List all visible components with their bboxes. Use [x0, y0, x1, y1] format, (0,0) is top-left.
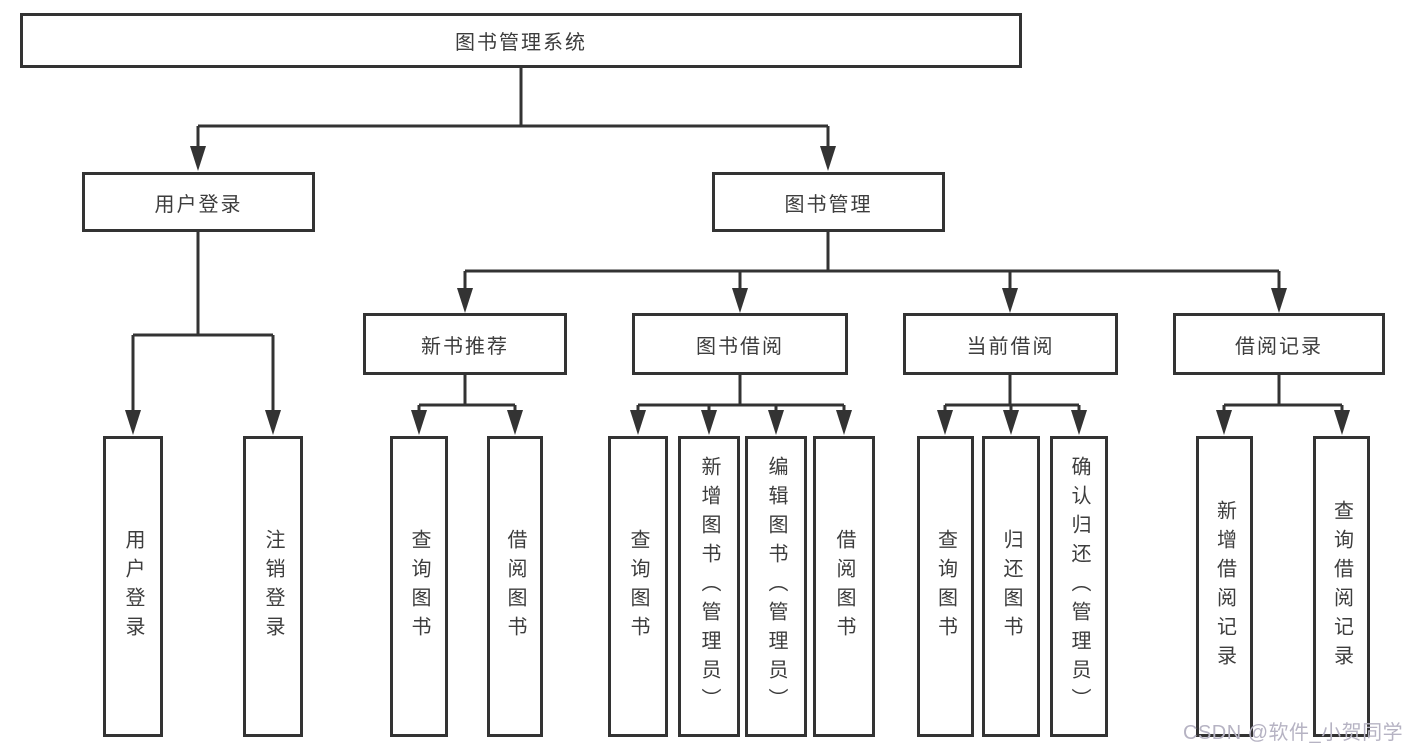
node-label: 查询借阅记录 [1330, 499, 1353, 674]
edge-user-login-to-leaves [131, 232, 275, 413]
node-label: 归还图书 [1000, 528, 1022, 645]
leaf-logout: 注销登录 [243, 436, 303, 737]
edge-book-management-to-level2 [463, 232, 1281, 291]
leaf-confirm-return-admin: 确认归还（管理员） [1050, 436, 1108, 737]
arrow-down-icon [836, 410, 852, 435]
arrow-down-icon [265, 410, 281, 435]
node-label: 图书管理系统 [455, 32, 587, 54]
leaf-borrowing-borrow-books: 借阅图书 [813, 436, 875, 737]
node-label: 查询图书 [408, 528, 430, 645]
leaf-borrowing-query-books: 查询图书 [608, 436, 668, 737]
arrow-down-icon [1334, 410, 1350, 435]
edge-root-to-level1 [196, 68, 830, 149]
edge-new-book-recommendation-to-leaves [417, 375, 517, 413]
arrow-down-icon [701, 410, 717, 435]
arrow-down-icon [507, 410, 523, 435]
arrowheads [125, 146, 1350, 435]
node-label: 查询图书 [627, 528, 649, 645]
node-label: 用户登录 [122, 528, 144, 645]
node-label: 新增图书（管理员） [698, 456, 720, 717]
leaf-current-query-books: 查询图书 [917, 436, 974, 737]
node-label: 图书管理 [784, 193, 873, 216]
connector-paths [131, 68, 1344, 413]
leaf-add-books-admin: 新增图书（管理员） [678, 436, 740, 737]
arrow-down-icon [457, 288, 473, 313]
node-label: 当前借阅 [966, 335, 1055, 358]
leaf-user-login: 用户登录 [103, 436, 163, 737]
csdn-watermark: CSDN @软件_小贺同学 [1183, 722, 1404, 744]
arrow-down-icon [190, 146, 206, 171]
node-label: 注销登录 [262, 528, 284, 645]
node-borrowing-records: 借阅记录 [1173, 313, 1385, 375]
edge-book-borrowing-to-leaves [636, 375, 846, 413]
arrow-down-icon [630, 410, 646, 435]
arrow-down-icon [125, 410, 141, 435]
node-book-management-system: 图书管理系统 [20, 13, 1022, 68]
arrow-down-icon [1002, 288, 1018, 313]
leaf-return-books: 归还图书 [982, 436, 1040, 737]
arrow-down-icon [1271, 288, 1287, 313]
node-new-book-recommendation: 新书推荐 [363, 313, 567, 375]
leaf-edit-books-admin: 编辑图书（管理员） [745, 436, 807, 737]
leaf-add-borrow-record: 新增借阅记录 [1196, 436, 1253, 737]
arrow-down-icon [732, 288, 748, 313]
node-label: 编辑图书（管理员） [765, 456, 787, 717]
node-label: 借阅图书 [504, 528, 526, 645]
node-label: 用户登录 [154, 193, 243, 216]
node-label: 借阅图书 [833, 528, 855, 645]
node-label: 查询图书 [934, 528, 957, 645]
arrow-down-icon [937, 410, 953, 435]
node-label: 确认归还（管理员） [1068, 456, 1090, 717]
leaf-recommend-borrow-books: 借阅图书 [487, 436, 543, 737]
arrow-down-icon [411, 410, 427, 435]
node-user-login: 用户登录 [82, 172, 315, 232]
node-label: 借阅记录 [1235, 335, 1323, 358]
leaf-query-borrow-record: 查询借阅记录 [1313, 436, 1370, 737]
arrow-down-icon [820, 146, 836, 171]
arrow-down-icon [768, 410, 784, 435]
edge-current-borrowing-to-leaves [943, 375, 1081, 413]
node-label: 图书借阅 [696, 335, 784, 358]
leaf-recommend-query-books: 查询图书 [390, 436, 448, 737]
node-book-management: 图书管理 [712, 172, 945, 232]
node-label: 新书推荐 [421, 335, 509, 358]
arrow-down-icon [1003, 410, 1019, 435]
node-current-borrowing: 当前借阅 [903, 313, 1118, 375]
node-label: 新增借阅记录 [1213, 499, 1236, 674]
arrow-down-icon [1071, 410, 1087, 435]
edge-borrowing-records-to-leaves [1222, 375, 1344, 413]
arrow-down-icon [1216, 410, 1232, 435]
node-book-borrowing: 图书借阅 [632, 313, 848, 375]
